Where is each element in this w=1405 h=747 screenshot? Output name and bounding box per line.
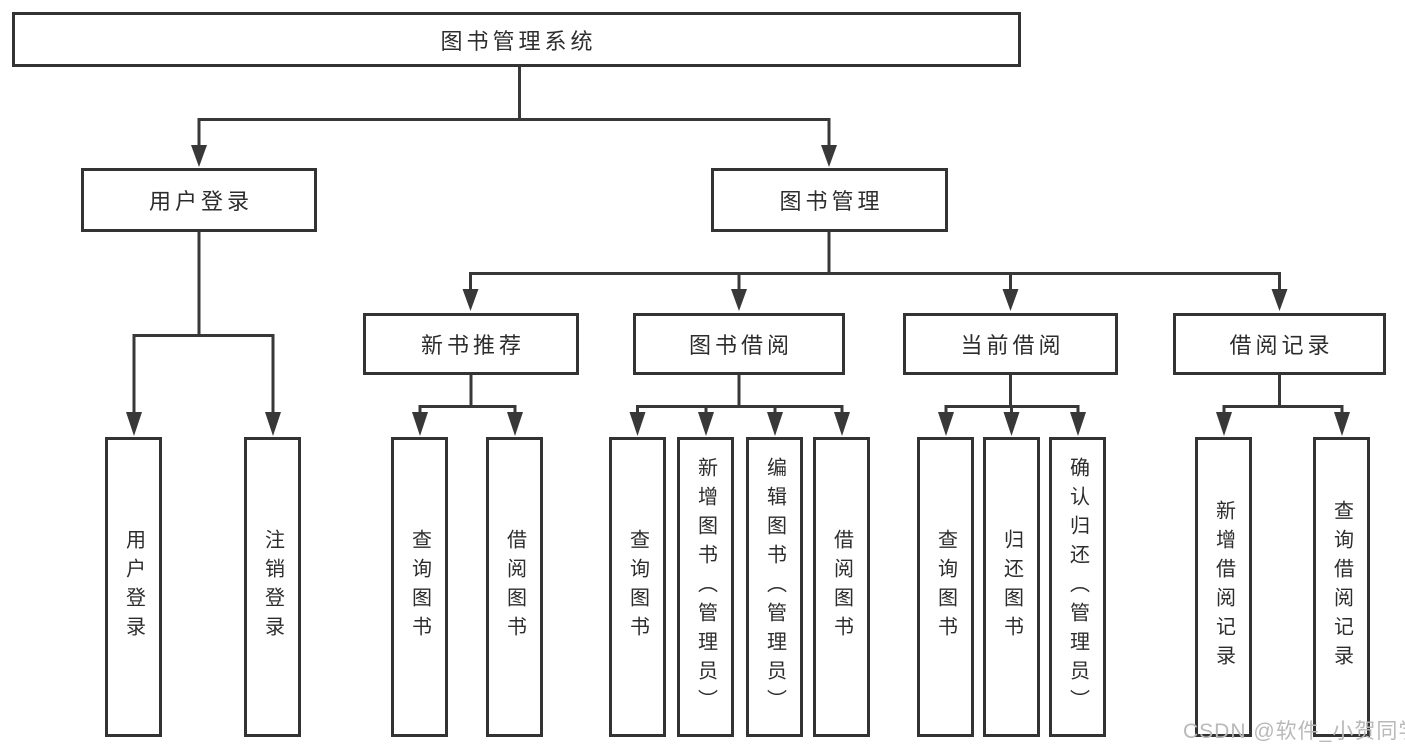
watermark-text: CSDN @软件_小贺同学 — [1183, 720, 1405, 743]
leaf-borrowing-query-books: 查询图书 — [609, 437, 666, 737]
node-borrowing-records-label: 借阅记录 — [1229, 333, 1334, 358]
node-new-book-recommendation: 新书推荐 — [363, 313, 579, 375]
arrowhead-icons — [126, 145, 1350, 436]
leaf-current-return-books: 归还图书 — [983, 437, 1040, 737]
node-current-borrowing-label: 当前借阅 — [960, 333, 1065, 358]
node-library-system-label: 图书管理系统 — [440, 28, 597, 54]
leaf-records-add-borrow-record: 新增借阅记录 — [1195, 437, 1252, 737]
leaf-recommend-borrow-books: 借阅图书 — [486, 437, 543, 737]
node-borrowing-records: 借阅记录 — [1173, 313, 1386, 375]
leaf-borrowing-borrow-books: 借阅图书 — [813, 437, 870, 737]
leaf-recommend-query-books: 查询图书 — [391, 437, 448, 737]
leaf-records-query-borrow-record: 查询借阅记录 — [1313, 437, 1370, 737]
leaf-borrowing-edit-books-admin: 编辑图书（管理员） — [746, 437, 803, 737]
leaf-login-user-login: 用户登录 — [105, 437, 162, 737]
node-current-borrowing: 当前借阅 — [903, 313, 1118, 375]
leaf-current-confirm-return-admin: 确认归还（管理员） — [1049, 437, 1106, 737]
node-user-login: 用户登录 — [81, 168, 317, 232]
leaf-current-query-books: 查询图书 — [917, 437, 974, 737]
node-new-book-recommendation-label: 新书推荐 — [420, 333, 525, 358]
node-book-management: 图书管理 — [711, 168, 948, 232]
node-book-borrowing-label: 图书借阅 — [688, 333, 793, 358]
node-book-borrowing: 图书借阅 — [633, 313, 845, 375]
node-library-system: 图书管理系统 — [12, 12, 1021, 67]
node-book-management-label: 图书管理 — [779, 189, 884, 214]
node-user-login-label: 用户登录 — [148, 189, 253, 214]
leaf-login-logout: 注销登录 — [244, 437, 301, 737]
leaf-borrowing-add-books-admin: 新增图书（管理员） — [677, 437, 734, 737]
